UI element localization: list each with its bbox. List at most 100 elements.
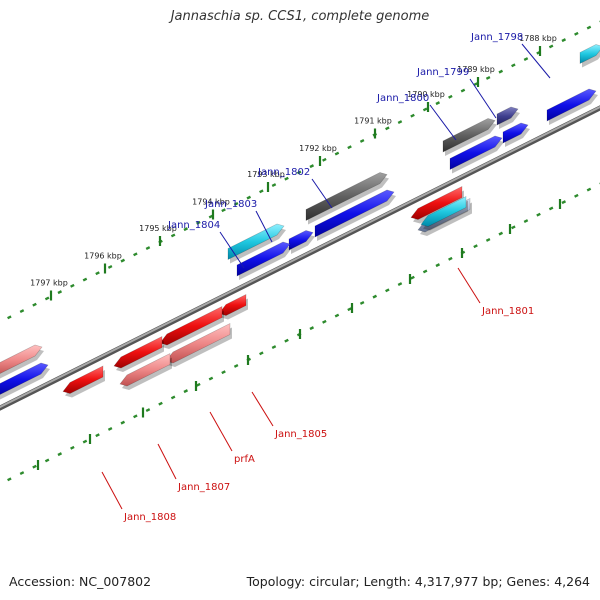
gene-label-jann-1805[interactable]: Jann_1805: [274, 429, 327, 440]
scale-dot: [448, 256, 453, 261]
scale-dot: [271, 345, 277, 349]
gene-jann-1799-arrow: [496, 106, 519, 126]
scale-dot: [120, 258, 126, 263]
leader-line-jann-1807: [157, 443, 177, 480]
leader-line-prfa: [209, 411, 233, 452]
scale-dot: [221, 370, 226, 375]
gene-left-blue: [0, 362, 49, 395]
gene-label-jann-1800[interactable]: Jann_1800: [376, 93, 429, 104]
backbone-line: [0, 105, 600, 409]
map-title: Jannaschia sp. CCS1, complete genome: [170, 9, 430, 24]
gene-label-jann-1804[interactable]: Jann_1804: [167, 220, 220, 231]
scale-dot: [19, 309, 25, 313]
gene-prfa-lower: [165, 323, 231, 364]
scale-dot: [322, 319, 327, 324]
scale-dot: [309, 164, 315, 169]
backbone-layer: [0, 105, 600, 411]
scale-dot: [233, 363, 239, 368]
scale-dot: [158, 401, 163, 406]
gene-jann-1804-lower: [236, 241, 291, 277]
scale-dot: [385, 126, 390, 131]
inner-tick-track: [7, 182, 600, 482]
scale-dot: [511, 225, 516, 230]
kbp-label: 1788 kbp: [519, 34, 557, 43]
genome-summary-text: Topology: circular; Length: 4,317,977 bp…: [246, 574, 590, 589]
scale-dot: [196, 382, 201, 387]
scale-dot: [498, 69, 504, 74]
scale-dot: [359, 138, 365, 143]
kbp-label: 1797 kbp: [30, 279, 68, 288]
gene-label-jann-1798[interactable]: Jann_1798: [470, 32, 523, 43]
scale-dot: [561, 200, 567, 205]
scale-dot: [397, 282, 403, 286]
leader-line-jann-1804: [219, 231, 245, 269]
scale-dot: [435, 263, 441, 268]
scale-dot: [485, 237, 491, 242]
kbp-label: 1790 kbp: [407, 90, 445, 99]
scale-dot: [574, 31, 579, 36]
scale-dot: [523, 219, 529, 223]
scale-dot: [120, 420, 126, 425]
gene-label-jann-1808[interactable]: Jann_1808: [123, 512, 176, 523]
scale-dot: [7, 315, 12, 320]
gene-left-pink: [0, 344, 43, 374]
scale-dot: [82, 439, 88, 444]
gene-jann-1800-arrow: [442, 118, 496, 153]
scale-dot: [246, 195, 252, 200]
scale-dot: [284, 176, 289, 181]
gene-label-jann-1807[interactable]: Jann_1807: [177, 482, 230, 493]
gene-jann-1801-arrow: [410, 186, 463, 220]
leader-line-jann-1798: [521, 43, 551, 79]
gene-label-jann-1803[interactable]: Jann_1803: [204, 199, 257, 210]
gene-jann-1802-arrow: [305, 172, 388, 221]
scale-dot: [296, 170, 302, 175]
scale-dot: [145, 246, 151, 250]
genes-layer: [0, 44, 600, 400]
scale-dot: [221, 208, 226, 213]
scale-dot: [548, 206, 554, 211]
scale-dot: [95, 271, 100, 276]
scale-dot: [561, 38, 567, 43]
scale-dot: [536, 212, 541, 217]
scale-dot: [170, 395, 176, 400]
gene-label-jann-1802[interactable]: Jann_1802: [257, 167, 310, 178]
scale-dot: [511, 63, 516, 68]
leader-line-jann-1803: [255, 210, 273, 243]
scale-dot: [435, 101, 441, 106]
gene-jann-1798-arrow: [546, 88, 597, 122]
gene-label-prfa[interactable]: prfA: [234, 454, 255, 465]
gene-jann-1808-arrow: [62, 365, 104, 394]
gene-label-jann-1799[interactable]: Jann_1799: [416, 67, 469, 78]
scale-dot: [448, 94, 453, 99]
kbp-label: 1796 kbp: [84, 252, 122, 261]
scale-dot: [259, 351, 264, 356]
scale-dot: [32, 302, 37, 307]
scale-dot: [19, 471, 25, 475]
scale-dot: [523, 57, 529, 61]
scale-dot: [410, 113, 415, 118]
gene-jann-1804-arrow: [227, 223, 285, 260]
leader-line-jann-1799: [469, 78, 497, 119]
kbp-label: 1792 kbp: [299, 144, 337, 153]
kbp-label: 1789 kbp: [457, 65, 495, 74]
scale-dot: [183, 389, 189, 394]
kbp-label: 1794 kbp: [192, 198, 230, 207]
scale-dot: [107, 426, 113, 431]
scale-dot: [259, 189, 264, 194]
gene-jann-1799-lower-shade: [505, 127, 530, 147]
scale-dot: [574, 193, 579, 198]
scale-dot: [359, 300, 365, 305]
scale-dot: [385, 288, 390, 293]
scale-dot: [334, 151, 340, 156]
gene-jann-1799-lower: [502, 122, 529, 144]
leader-line-jann-1801: [457, 267, 481, 304]
scale-dot: [372, 294, 378, 299]
scale-dot: [208, 376, 214, 381]
scale-dot: [32, 464, 37, 469]
gene-label-jann-1801[interactable]: Jann_1801: [481, 306, 534, 317]
scale-dot: [322, 157, 327, 162]
scale-dot: [183, 227, 189, 232]
gene-jann-1803-arrow-shade: [291, 234, 315, 254]
